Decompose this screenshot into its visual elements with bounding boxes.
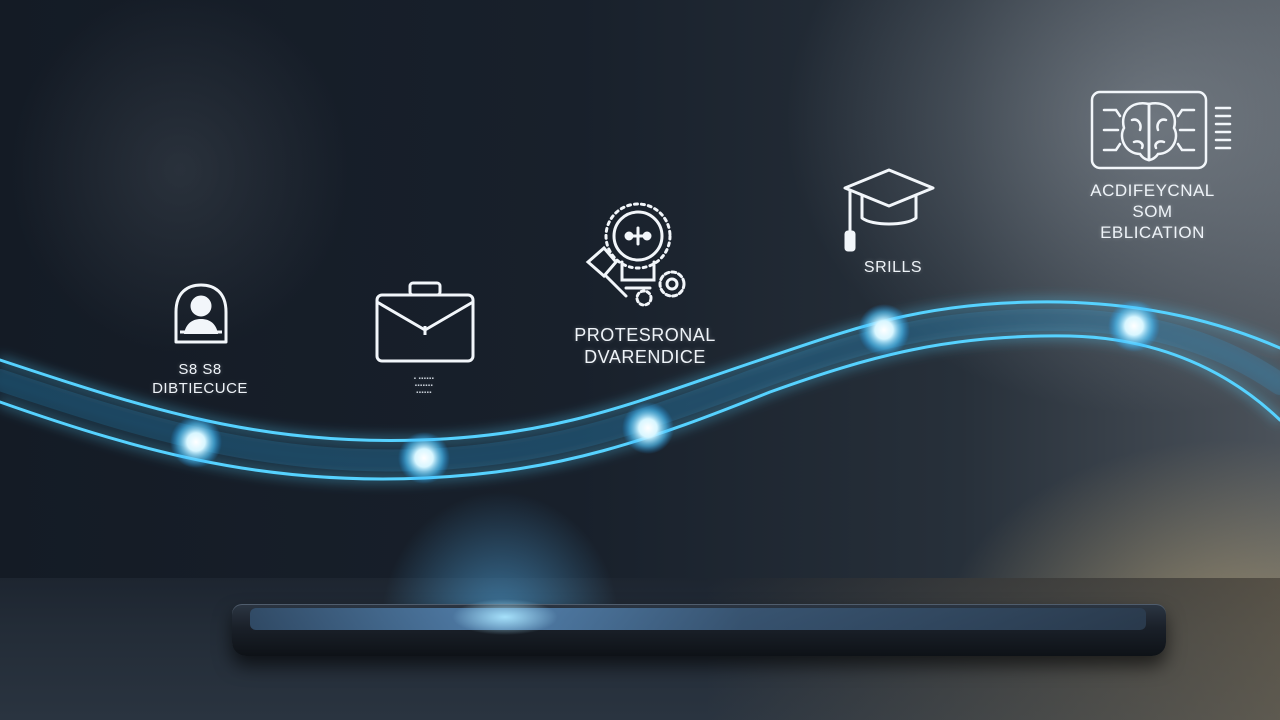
- timeline-path-upper: [0, 300, 1280, 442]
- milestone-label-4: SRILLS: [863, 259, 923, 276]
- milestone-label-1: S8 S8 DIBTIECUCE: [152, 361, 248, 397]
- timeline-node-5: [1108, 300, 1160, 352]
- briefcase-icon: [374, 280, 476, 366]
- smartphone-screen: [250, 608, 1146, 630]
- timeline-node-4: [858, 304, 910, 356]
- milestone-label-3: PROTESRONAL DVARENDICE: [574, 325, 716, 367]
- screen-glow: [430, 585, 580, 645]
- user-badge-icon: [170, 282, 232, 350]
- timeline-node-2: [398, 432, 450, 484]
- timeline-node-3: [622, 402, 674, 454]
- brain-chip-icon: [1090, 90, 1236, 172]
- lightbulb-gears-icon: [582, 200, 694, 312]
- milestone-label-5: ACDIFEYCNAL SOM EBLICATION: [1090, 181, 1215, 242]
- graduation-cap-icon: [842, 166, 936, 256]
- milestone-label-2: ▪ ▪▪▪▪▪▪ ▪▪▪▪▪▪▪ ▪▪▪▪▪▪: [413, 376, 435, 396]
- timeline-node-1: [170, 416, 222, 468]
- smartphone: [232, 604, 1166, 656]
